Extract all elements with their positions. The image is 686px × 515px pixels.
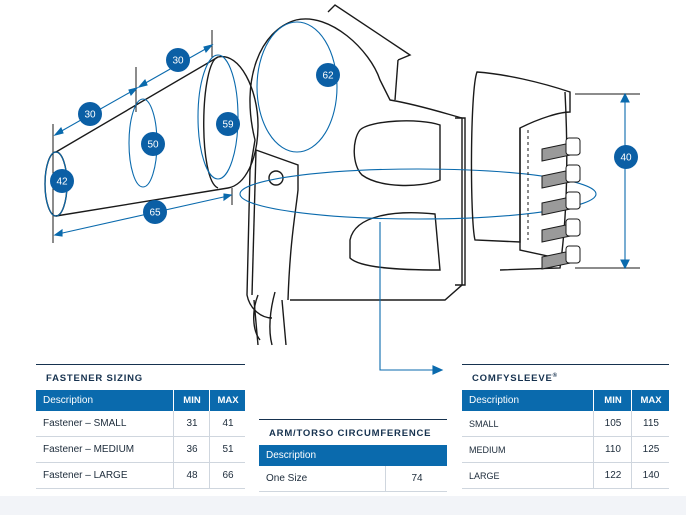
- comfysleeve-title-rule: COMFYSLEEVE®: [462, 364, 669, 390]
- row-description: Fastener – MEDIUM: [36, 436, 174, 463]
- arm-table-grid: Description One Size 74: [259, 445, 447, 492]
- row-min: 36: [173, 436, 210, 463]
- arm-title-rule: ARM/TORSO CIRCUMFERENCE: [259, 419, 447, 445]
- fastener-table-title: FASTENER SIZING: [46, 373, 143, 384]
- row-max: 66: [209, 462, 245, 489]
- svg-text:59: 59: [222, 120, 234, 131]
- dimension-bubble: 42: [50, 169, 74, 193]
- fastener-title-rule: FASTENER SIZING: [36, 364, 245, 390]
- table-row: Fastener – LARGE 48 66: [36, 462, 245, 489]
- dimension-bubble: 40: [614, 145, 638, 169]
- row-description: SMALL: [462, 411, 594, 438]
- pointer-arrow: [379, 222, 444, 375]
- row-description: MEDIUM: [462, 436, 594, 464]
- dimension-bubble: 62: [316, 63, 340, 87]
- table-row: MEDIUM 110 125: [462, 436, 669, 464]
- torso-measure-ellipses: [239, 21, 597, 220]
- row-min: 48: [173, 462, 210, 489]
- dimension-bubble: 59: [216, 112, 240, 136]
- table-header-row: Description MIN MAX: [36, 390, 245, 411]
- row-description: LARGE: [462, 462, 594, 490]
- row-max: 41: [209, 411, 245, 437]
- svg-text:30: 30: [84, 110, 96, 121]
- row-max: 51: [209, 436, 245, 463]
- svg-text:30: 30: [172, 56, 184, 67]
- arm-table-title: ARM/TORSO CIRCUMFERENCE: [269, 428, 432, 439]
- header-max: MAX: [631, 390, 669, 412]
- comfysleeve-table-grid: Description MIN MAX SMALL 105 115 MEDIUM…: [462, 390, 669, 490]
- row-description: One Size: [259, 466, 386, 492]
- row-max: 115: [631, 411, 669, 438]
- svg-text:62: 62: [322, 71, 334, 82]
- comfysleeve-title-text: COMFYSLEEVE: [472, 373, 553, 385]
- fastener-sizing-table: FASTENER SIZING Description MIN MAX Fast…: [36, 364, 245, 489]
- sleeve-measure-ellipses: [44, 54, 239, 217]
- comfysleeve-table-title: COMFYSLEEVE®: [462, 373, 669, 390]
- row-description: Fastener – SMALL: [36, 411, 174, 437]
- registered-mark: ®: [552, 373, 558, 379]
- table-header-row: Description MIN MAX: [462, 390, 669, 412]
- row-description: Fastener – LARGE: [36, 462, 174, 489]
- table-row: LARGE 122 140: [462, 462, 669, 490]
- row-value: 74: [385, 466, 447, 492]
- arm-torso-table: ARM/TORSO CIRCUMFERENCE Description One …: [259, 419, 447, 492]
- svg-text:65: 65: [149, 208, 161, 219]
- header-min: MIN: [173, 390, 210, 411]
- comfysleeve-table: COMFYSLEEVE® Description MIN MAX SMALL 1…: [462, 364, 669, 490]
- header-description: Description: [462, 390, 594, 412]
- row-max: 125: [631, 436, 669, 464]
- dimension-bubble: 50: [141, 132, 165, 156]
- svg-text:50: 50: [147, 140, 159, 151]
- row-min: 110: [593, 436, 632, 464]
- comfysleeve-dimension-arrow: [620, 92, 630, 270]
- header-description: Description: [259, 445, 447, 466]
- row-min: 122: [593, 462, 632, 490]
- fastener-table-grid: Description MIN MAX Fastener – SMALL 31 …: [36, 390, 245, 489]
- svg-text:42: 42: [56, 177, 68, 188]
- row-min: 105: [593, 411, 632, 438]
- header-min: MIN: [593, 390, 632, 412]
- table-row: SMALL 105 115: [462, 411, 669, 438]
- row-max: 140: [631, 462, 669, 490]
- dimension-bubble: 65: [143, 200, 167, 224]
- table-row: Fastener – SMALL 31 41: [36, 411, 245, 437]
- comfysleeve-straps: [541, 137, 581, 270]
- header-max: MAX: [209, 390, 245, 411]
- svg-text:40: 40: [620, 153, 632, 164]
- table-header-row: Description: [259, 445, 447, 466]
- dimension-bubble: 30: [166, 48, 190, 72]
- table-row: Fastener – MEDIUM 36 51: [36, 436, 245, 463]
- torso-illustration: [246, 4, 466, 346]
- footer-band: [0, 496, 686, 515]
- row-min: 31: [173, 411, 210, 437]
- table-row: One Size 74: [259, 466, 447, 492]
- header-description: Description: [36, 390, 174, 411]
- dimension-bubble: 30: [78, 102, 102, 126]
